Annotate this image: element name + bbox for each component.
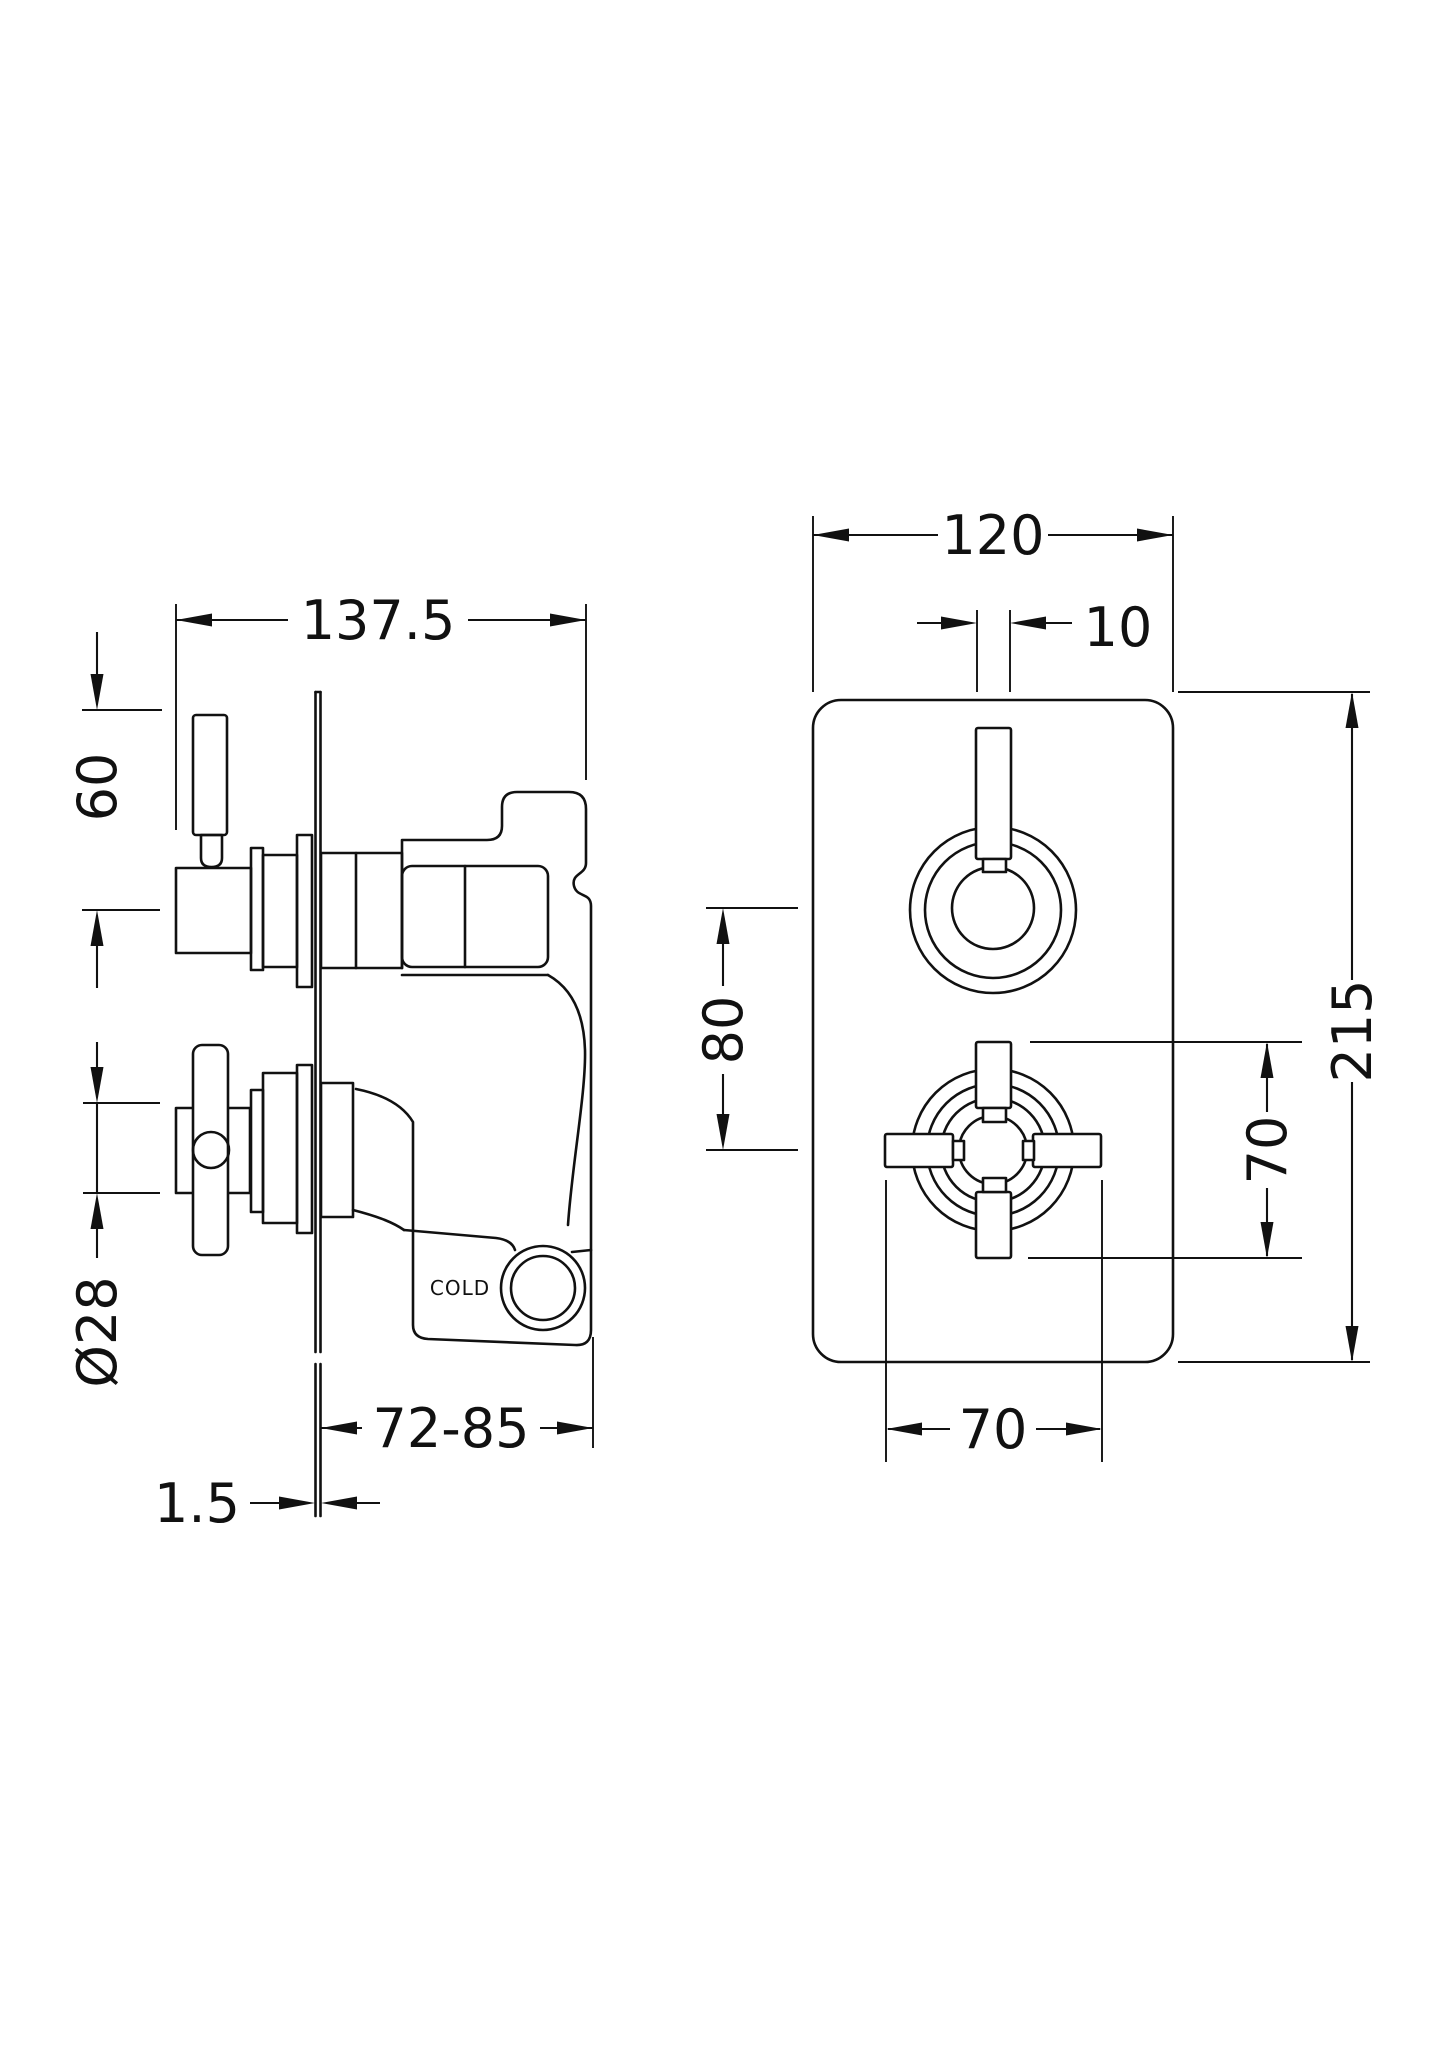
dim-plate-width: 120 <box>812 504 1174 692</box>
dim-plate-height: 215 <box>1178 691 1384 1363</box>
dim-total-depth: 137.5 <box>175 589 587 830</box>
dim-plate-thickness: 1.5 <box>154 1472 380 1535</box>
dim-handle-vertical-label: 70 <box>1236 1116 1299 1185</box>
side-view-dimensions: 137.5 60 Ø28 <box>66 589 594 1535</box>
dim-handle-centres: 80 <box>692 907 798 1151</box>
side-view <box>174 690 593 1518</box>
dim-recess-depth: 72-85 <box>321 1337 594 1460</box>
cold-outlet <box>499 1244 587 1332</box>
dim-handle-vertical: 70 <box>1028 1041 1302 1259</box>
dim-plate-height-label: 215 <box>1321 979 1384 1082</box>
dim-lever-width: 10 <box>917 596 1152 692</box>
front-top-handle <box>908 726 1078 995</box>
dim-lever-height: 60 <box>66 632 162 988</box>
front-view <box>811 698 1175 1364</box>
dim-handle-horizontal-label: 70 <box>959 1398 1028 1461</box>
side-bottom-handle <box>174 1043 406 1257</box>
dim-plate-width-label: 120 <box>941 504 1044 567</box>
dim-lever-width-label: 10 <box>1084 596 1153 659</box>
wall-plate <box>314 690 322 1518</box>
dim-total-depth-label: 137.5 <box>301 589 456 652</box>
side-top-handle <box>174 713 314 989</box>
cold-label: COLD <box>430 1276 490 1300</box>
dim-plate-thickness-label: 1.5 <box>154 1472 240 1535</box>
dim-handle-horizontal: 70 <box>885 1180 1103 1462</box>
dim-lever-height-label: 60 <box>66 753 129 822</box>
side-valve-body <box>319 790 593 1347</box>
dim-handle-centres-label: 80 <box>692 996 755 1065</box>
face-plate <box>811 698 1175 1364</box>
dim-handle-diameter: Ø28 <box>66 1042 160 1388</box>
front-view-dimensions: 120 10 80 <box>692 504 1384 1462</box>
dim-handle-diameter-label: Ø28 <box>66 1276 129 1387</box>
front-bottom-handle <box>883 1040 1103 1260</box>
dim-recess-depth-label: 72-85 <box>373 1397 530 1460</box>
